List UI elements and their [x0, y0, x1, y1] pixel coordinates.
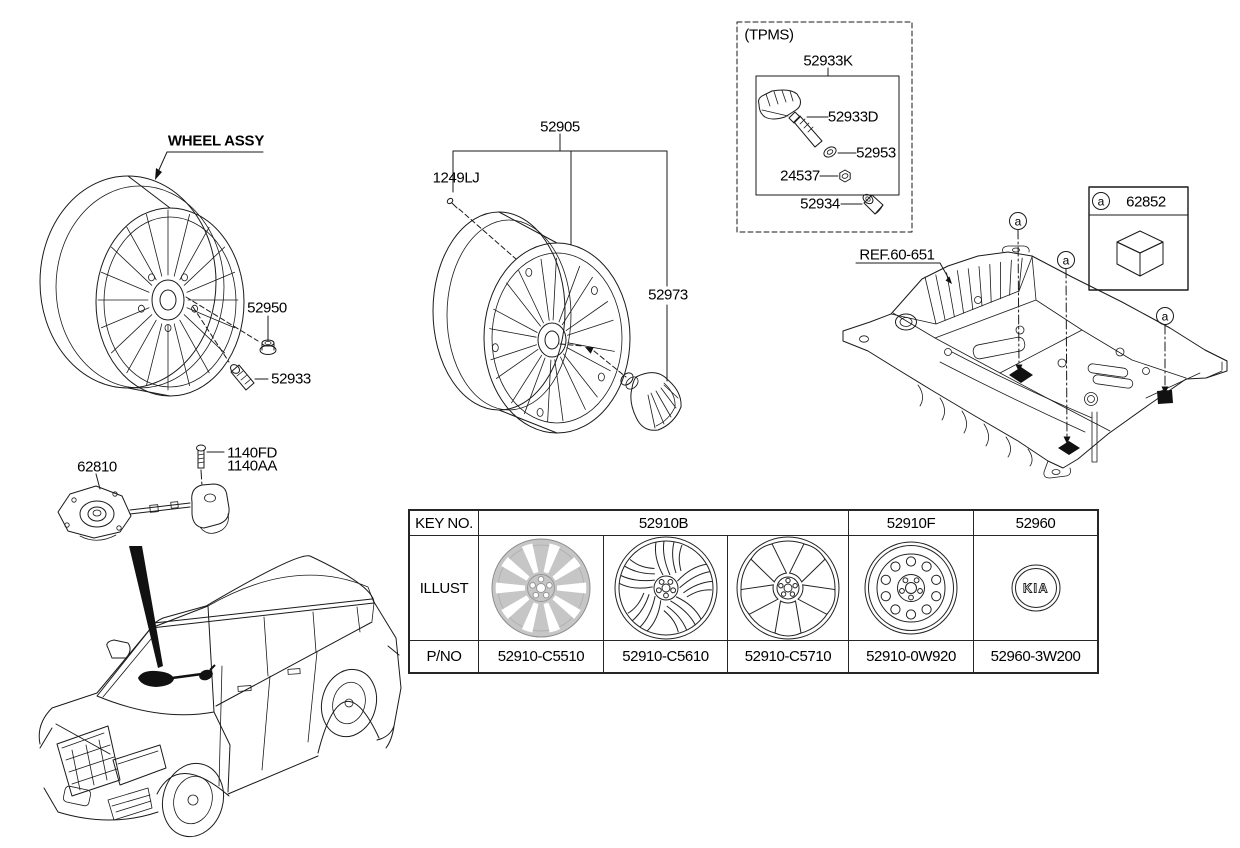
- callout-tpms-nut: 24537: [780, 167, 820, 185]
- legend-part-number: 62852: [1126, 193, 1166, 211]
- belt-line: [215, 621, 373, 707]
- callout-tpms-cap: 52934: [800, 195, 840, 213]
- ref-arrowhead: [945, 276, 952, 284]
- key-no-52910F: 52910F: [849, 511, 974, 536]
- ref-leader-line: [855, 262, 950, 280]
- legend-marker-circle: [1092, 192, 1110, 210]
- balance-weight-drawing: [559, 343, 682, 431]
- fog-lamp: [62, 785, 92, 807]
- key-no-52910B: 52910B: [479, 511, 849, 536]
- wheel-illustration-3: [728, 536, 849, 641]
- carrier-bolt-drawing: [196, 444, 225, 487]
- rear-wheel: [320, 668, 378, 738]
- ten-spoke-alloy-wheel-icon: [491, 538, 591, 638]
- spare-carrier-drawing: [57, 473, 230, 541]
- five-spoke-alloy-wheel-icon: [736, 536, 840, 640]
- kia-logo-text: KIA: [1022, 582, 1048, 596]
- part-number-cell-2: 52910-C5610: [604, 641, 728, 672]
- windshield: [96, 605, 215, 716]
- wheel-assembly-drawing: [39, 151, 264, 397]
- callout-bracket: [452, 133, 668, 382]
- callout-wheel-nut: 52950: [247, 299, 287, 317]
- wheel-illustration-4: [849, 536, 974, 641]
- front-wheel: [161, 762, 225, 838]
- split-spoke-alloy-wheel-icon: [614, 536, 717, 640]
- grommet-location-1: [1009, 367, 1033, 383]
- wheel-tire-drawing: [432, 133, 668, 434]
- headlight: [112, 744, 167, 786]
- part-number-cell-1: 52910-C5510: [479, 641, 604, 672]
- rocker: [227, 755, 319, 795]
- tpms-nut-drawing: [819, 169, 851, 183]
- steel-spare-wheel-icon: [864, 541, 958, 635]
- part-number-cell-5: 52960-3W200: [990, 648, 1081, 665]
- location-arrow: [129, 546, 163, 668]
- weight-arrowhead: [585, 347, 594, 354]
- callout-spare-carrier: 62810: [77, 458, 117, 476]
- door-handle-rear: [287, 668, 301, 675]
- wheel-stud-drawing: [229, 364, 269, 391]
- wheel-nut-drawing: [259, 315, 277, 355]
- callout-carrier-bolt-a: 1140FD: [227, 444, 277, 462]
- svg-text:a: a: [1063, 254, 1070, 268]
- floor-marker-a-3: a: [1156, 307, 1174, 404]
- callout-wheel-stud: 52933: [271, 370, 311, 388]
- legend-cube-drawing: [1116, 230, 1164, 277]
- callout-balance-weight: 52973: [648, 286, 688, 304]
- svg-text:a: a: [1162, 310, 1169, 324]
- callout-tpms-valve-stem: 52933D: [827, 108, 879, 126]
- grommet-location-2: [1058, 441, 1080, 455]
- door-handle-front: [237, 685, 252, 692]
- carrier-location-silhouette: [138, 664, 216, 687]
- table-row-label-key-no: KEY NO.: [410, 511, 479, 536]
- front-bumper: [43, 785, 159, 821]
- wheel-assy-leader-line: [157, 151, 264, 173]
- tpms-valve-stem-drawing: [788, 111, 829, 148]
- front-wheel-arch: [156, 773, 230, 797]
- callout-ref-floor-panel: REF.60-651: [859, 246, 935, 264]
- wheel-illustration-5: KIA: [974, 536, 1097, 641]
- table-row-label-p-no: P/NO: [410, 641, 479, 672]
- wheel-illustration-1: [479, 536, 604, 641]
- callout-valve-core: 1249LJ: [432, 169, 480, 187]
- legend-marker-letter: a: [1098, 195, 1105, 209]
- parts-table: KEY NO. 52910B 52910F 52960 ILLUST: [408, 509, 1099, 674]
- callout-tpms-kit: 52933K: [803, 52, 853, 70]
- svg-text:a: a: [1015, 215, 1022, 229]
- tpms-box: [736, 21, 913, 233]
- table-row-label-illust: ILLUST: [410, 536, 479, 641]
- key-no-52960: 52960: [974, 511, 1097, 536]
- floor-panel-drawing: a a a: [842, 212, 1228, 479]
- tpms-kit-box: [755, 75, 900, 196]
- wheel-assy-arrowhead: [155, 168, 162, 180]
- side-mirror: [106, 639, 131, 659]
- tpms-sensor-drawing: [758, 89, 801, 120]
- wheel-illustration-2: [604, 536, 728, 641]
- tpms-cap-drawing: [840, 193, 884, 215]
- callout-wheel-assy: WHEEL ASSY: [167, 132, 265, 150]
- legend-box: a: [1088, 186, 1189, 291]
- tpms-grommet-drawing: [823, 146, 857, 158]
- part-number-cell-3: 52910-C5710: [728, 641, 849, 672]
- kia-wheel-cap-icon: KIA: [1011, 564, 1060, 612]
- floor-marker-a-1: a: [1009, 212, 1033, 383]
- front-grille: [56, 725, 121, 797]
- floor-marker-a-2: a: [1057, 251, 1080, 455]
- valve-core-drawing: [446, 197, 517, 260]
- vehicle-drawing: [38, 546, 402, 838]
- tpms-title: (TPMS): [744, 26, 794, 44]
- grommet-location-3: [1157, 390, 1173, 404]
- callout-tpms-grommet: 52953: [856, 144, 896, 162]
- part-number-cell-4: 52910-0W920: [849, 641, 974, 672]
- callout-wheel-and-tire: 52905: [540, 118, 580, 136]
- callout-carrier-bolt-b: 1140AA: [227, 457, 277, 475]
